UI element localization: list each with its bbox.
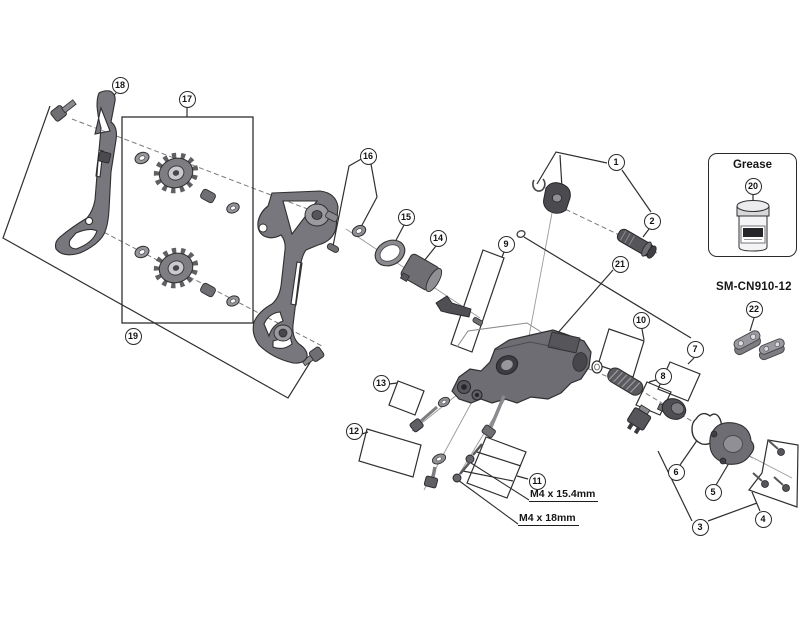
callout-19: 19 [124, 327, 142, 345]
callout-15: 15 [397, 208, 415, 226]
callout-10: 10 [632, 311, 650, 329]
callout-5: 5 [704, 483, 722, 501]
callout-12: 12 [345, 422, 363, 440]
cage-bolt-upper [50, 99, 77, 122]
connector-block [627, 404, 652, 435]
end-cap [656, 398, 687, 420]
callout-3: 3 [691, 518, 709, 536]
callout-16: 16 [359, 147, 377, 165]
callout-2: 2 [643, 212, 661, 230]
cover-screws [752, 440, 790, 492]
chain-quick-links [733, 330, 785, 361]
cage-washer [351, 224, 367, 238]
tension-pulley [153, 247, 199, 289]
motor-cover [709, 422, 755, 465]
pulley-washer [134, 245, 150, 259]
screw-spec-label-15-4: M4 x 15.4mm [529, 488, 599, 502]
guide-pulley-assembly [134, 151, 240, 214]
o-ring [591, 360, 603, 374]
callout-11: 11 [528, 472, 546, 490]
cable-fixing-screws [452, 443, 483, 483]
grease-box: Grease [708, 153, 797, 257]
leader-lines [2, 92, 799, 525]
callout-6: 6 [667, 463, 685, 481]
pulley-washer [226, 202, 240, 214]
pulley-bushing [200, 188, 216, 204]
plate-washer-bolt-13 [409, 396, 451, 433]
crank-lever [435, 295, 483, 326]
mounting-bolt [616, 228, 657, 259]
outer-cage-plate [252, 190, 339, 364]
callout-9: 9 [497, 235, 515, 253]
callout-13: 13 [372, 374, 390, 392]
chain-model-label: SM-CN910-12 [716, 281, 792, 293]
callout-14: 14 [429, 229, 447, 247]
callout-20: 20 [744, 177, 762, 195]
guide-pulley [153, 152, 199, 194]
pulley-washer [226, 295, 240, 307]
callout-7: 7 [686, 340, 704, 358]
pulley-bushing [200, 282, 216, 298]
grease-jar [736, 200, 770, 252]
derailleur-body [451, 329, 592, 439]
pulley-washer [134, 151, 150, 165]
bushing-cap [399, 253, 443, 292]
spring [607, 367, 644, 396]
callout-1: 1 [607, 153, 625, 171]
tension-pulley-assembly [134, 245, 240, 307]
seal-ring [374, 239, 406, 267]
callout-18: 18 [111, 76, 129, 94]
plate-washer-bolt-12 [423, 453, 447, 489]
screw-spec-label-18: M4 x 18mm [518, 512, 579, 526]
cage-bolt-lower [301, 346, 325, 367]
cage-pin [326, 243, 340, 253]
callout-4: 4 [754, 510, 772, 528]
callout-8: 8 [654, 367, 672, 385]
callout-17: 17 [178, 90, 196, 108]
grease-title: Grease [732, 159, 772, 171]
callout-22: 22 [745, 300, 763, 318]
bracket-axle-unit [516, 178, 571, 239]
callout-21: 21 [611, 255, 629, 273]
inner-cage-plate [54, 90, 117, 256]
